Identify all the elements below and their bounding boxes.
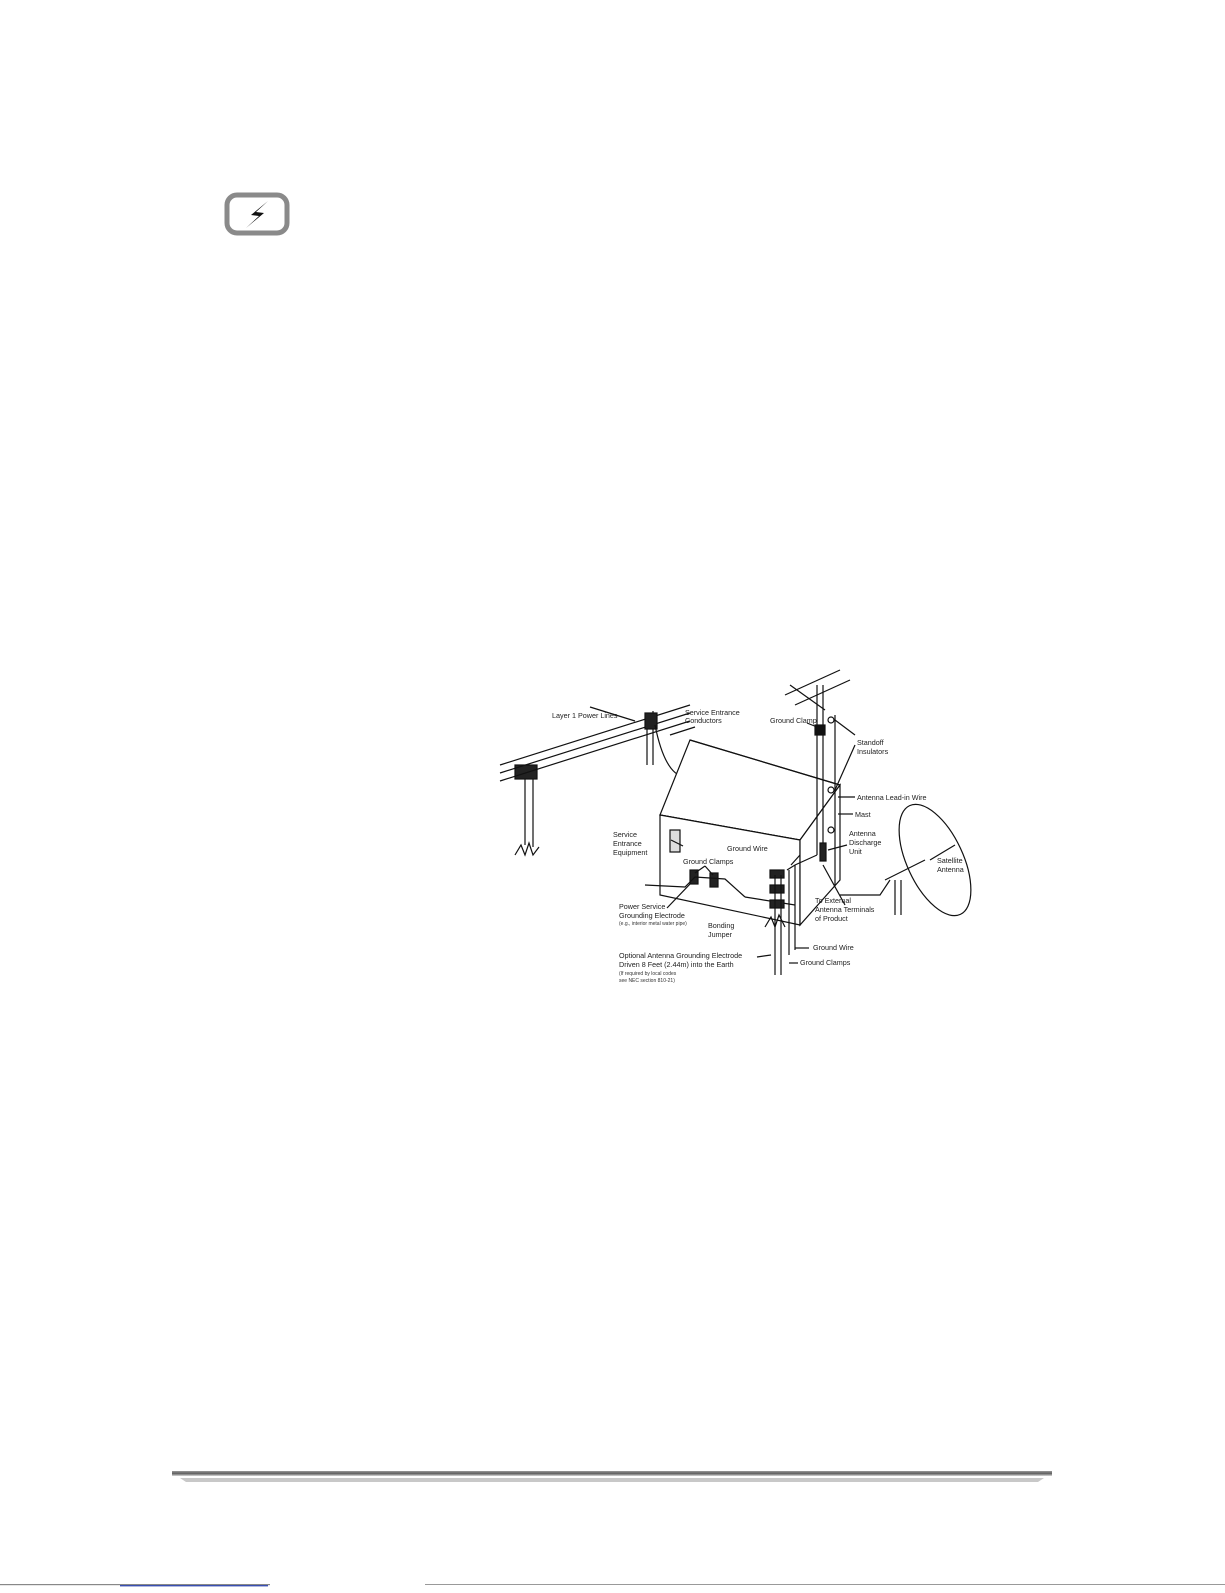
label-power-service-3: (e.g., interior metal water pipe): [619, 921, 687, 927]
label-service-equip-2: Entrance: [613, 839, 642, 848]
label-optional-3: (If required by local codes: [619, 971, 677, 977]
label-discharge-3: Unit: [849, 847, 862, 856]
label-satellite-2: Antenna: [937, 865, 964, 874]
label-discharge-2: Discharge: [849, 838, 881, 847]
label-bonding-1: Bonding: [708, 921, 734, 930]
label-optional-4: see NEC section 810-21): [619, 978, 675, 984]
label-to-external-3: of Product: [815, 914, 848, 923]
label-power-service-2: Grounding Electrode: [619, 911, 685, 920]
label-service-entrance-1: Service Entrance: [685, 708, 740, 717]
label-service-equip-3: Equipment: [613, 848, 647, 857]
label-to-external-1: To External: [815, 896, 851, 905]
label-ground-wire-bottom: Ground Wire: [813, 943, 854, 952]
label-satellite-1: Satellite: [937, 856, 963, 865]
label-standoff-1: Standoff: [857, 738, 884, 747]
label-to-external-2: Antenna Terminals: [815, 905, 875, 914]
label-bonding-2: Jumper: [708, 930, 733, 939]
lightning-warning-icon: [224, 192, 290, 236]
page-bottom-edge: [0, 1575, 1225, 1587]
label-ground-clamps-bottom: Ground Clamps: [800, 958, 851, 967]
label-power-lines: Layer 1 Power Lines: [552, 711, 618, 720]
label-antenna-lead-in: Antenna Lead-in Wire: [857, 793, 927, 802]
antenna-grounding-diagram: Layer 1 Power Lines Service Entrance Con…: [495, 665, 985, 995]
label-service-equip-1: Service: [613, 830, 637, 839]
label-optional-1: Optional Antenna Grounding Electrode: [619, 951, 742, 960]
label-mast: Mast: [855, 810, 871, 819]
label-service-entrance-2: Conductors: [685, 716, 722, 725]
label-ground-clamp-top: Ground Clamp: [770, 716, 817, 725]
label-standoff-2: Insulators: [857, 747, 889, 756]
label-discharge-1: Antenna: [849, 829, 876, 838]
label-ground-wire-top: Ground Wire: [727, 844, 768, 853]
label-optional-2: Driven 8 Feet (2.44m) into the Earth: [619, 960, 734, 969]
label-ground-clamps-mid: Ground Clamps: [683, 857, 734, 866]
footer-rule: [172, 1470, 1052, 1484]
label-power-service-1: Power Service: [619, 902, 665, 911]
